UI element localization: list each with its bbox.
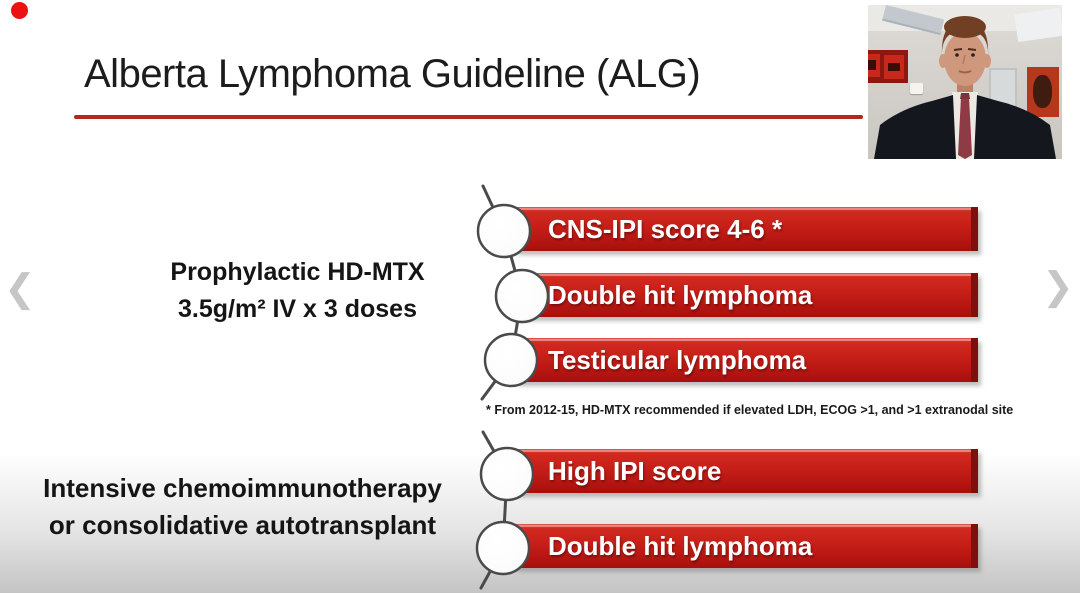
wall-art-left (868, 50, 908, 83)
banner-double-hit-lymphoma-2: Double hit lymphoma (515, 524, 978, 568)
banner-cns-ipi-score: CNS-IPI score 4-6 * (515, 207, 978, 251)
eye (955, 53, 959, 57)
banner-label: CNS-IPI score 4-6 * (548, 213, 783, 244)
group-label-line: or consolidative autotransplant (48, 510, 437, 540)
recording-dot-icon (11, 2, 28, 19)
group-label-line: Intensive chemoimmunotherapy (43, 473, 442, 503)
thermostat (910, 83, 923, 94)
slide-title: Alberta Lymphoma Guideline (ALG) (84, 52, 701, 96)
hair (941, 19, 989, 57)
banner-testicular-lymphoma: Testicular lymphoma (515, 338, 978, 382)
wall-art-right (1027, 67, 1059, 117)
banner-label: High IPI score (548, 455, 722, 486)
face (944, 32, 986, 86)
prev-slide-button[interactable]: ❮ (4, 270, 36, 308)
eyebrows (953, 48, 977, 51)
wall-art-panel (884, 55, 904, 79)
chevron-left-icon: ❮ (4, 268, 36, 310)
suit-right (974, 95, 1056, 159)
banner-high-ipi-score: High IPI score (515, 449, 978, 493)
footnote-text: * From 2012-15, HD-MTX recommended if el… (486, 403, 1014, 417)
art-glyph (1033, 75, 1052, 108)
group-label-line: 3.5g/m² IV x 3 doses (178, 295, 417, 323)
eye (971, 53, 975, 57)
nose (962, 54, 966, 65)
chevron-right-icon: ❯ (1042, 266, 1074, 308)
tie-knot (960, 93, 970, 99)
wall-art-panel (868, 54, 880, 77)
banner-label: Double hit lymphoma (548, 279, 813, 310)
banner-double-hit-lymphoma-1: Double hit lymphoma (515, 273, 978, 317)
tie (958, 97, 972, 159)
presenter-figure (874, 16, 1056, 159)
group-label-prophylactic-hdmtx: Prophylactic HD-MTX 3.5g/m² IV x 3 doses (125, 254, 470, 328)
art-glyph (868, 60, 876, 70)
art-glyph (888, 63, 900, 71)
suit-left (874, 95, 956, 159)
group-label-intensive-chemo: Intensive chemoimmunotherapy or consolid… (15, 470, 470, 544)
next-slide-button[interactable]: ❯ (1042, 268, 1074, 306)
group-label-line: Prophylactic HD-MTX (170, 258, 425, 286)
title-underline (74, 115, 863, 119)
presenter-webcam (868, 5, 1062, 159)
banner-label: Testicular lymphoma (548, 344, 807, 375)
banner-label: Double hit lymphoma (548, 530, 813, 561)
mouth (958, 70, 972, 74)
